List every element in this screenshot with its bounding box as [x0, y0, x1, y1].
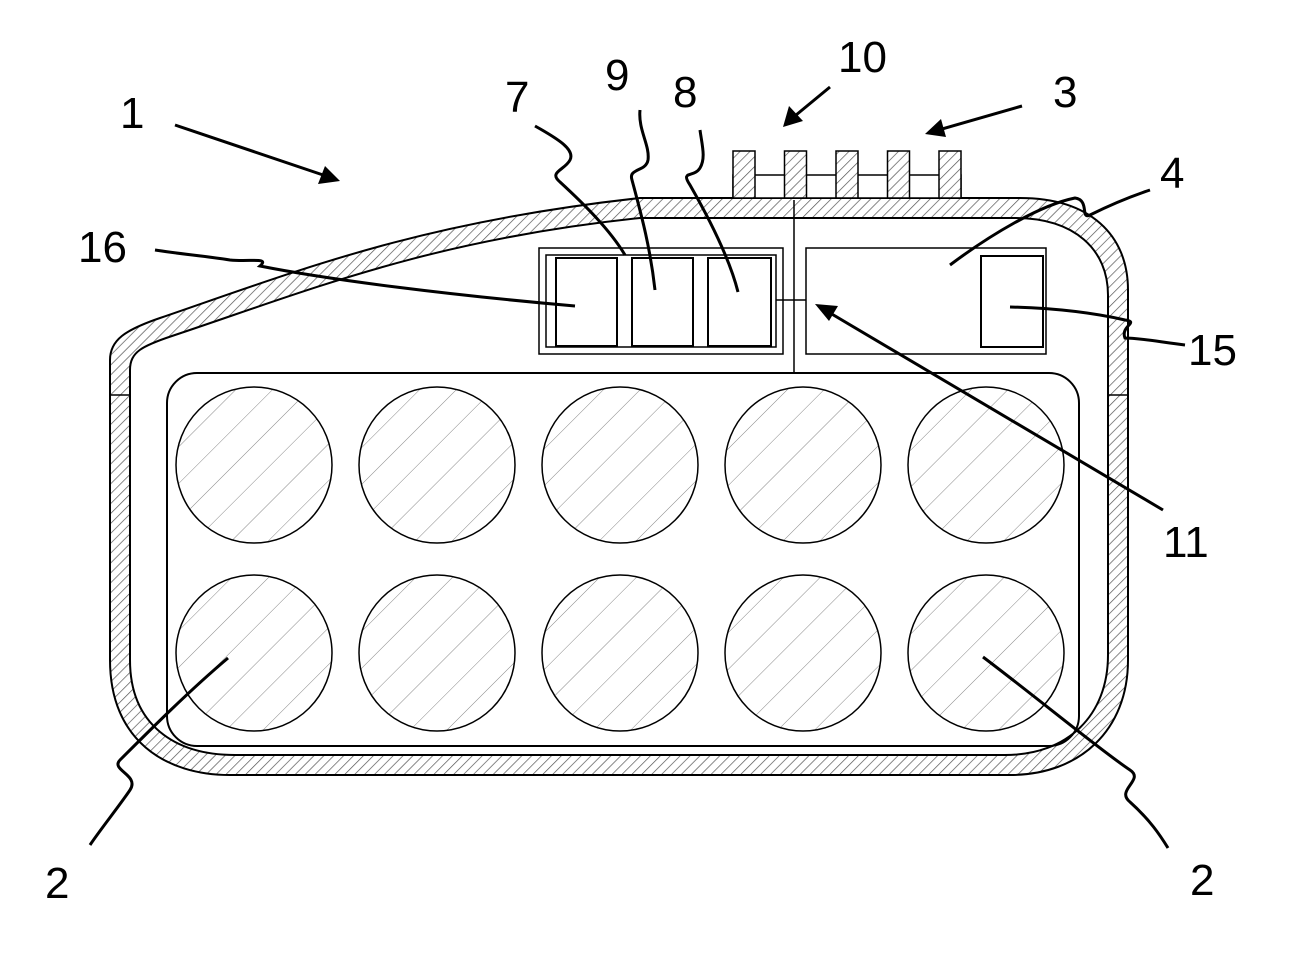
connector-pin — [836, 151, 858, 198]
connector-pin — [888, 151, 910, 198]
battery-cell — [542, 575, 698, 731]
ref-2-right: 2 — [1190, 856, 1214, 905]
arrowhead-11 — [815, 304, 838, 321]
ref-16: 16 — [78, 223, 127, 272]
battery-cell — [725, 575, 881, 731]
battery-cell — [908, 387, 1064, 543]
component-15-box — [981, 256, 1043, 347]
connector-pin — [785, 151, 807, 198]
connector-pin — [939, 151, 961, 198]
battery-cell — [542, 387, 698, 543]
battery-cell — [359, 387, 515, 543]
compartment-box — [806, 248, 1046, 354]
leader-1 — [175, 125, 332, 178]
ref-11: 11 — [1163, 518, 1209, 567]
electronics-module-box — [539, 248, 783, 354]
module-8-box — [708, 258, 771, 346]
battery-cell — [359, 575, 515, 731]
connector-pins — [733, 151, 961, 198]
ref-2-left: 2 — [45, 859, 69, 908]
cell-grid — [176, 387, 1064, 731]
battery-cell — [176, 387, 332, 543]
ref-4: 4 — [1160, 149, 1184, 198]
leader-7 — [535, 126, 625, 255]
arrowhead-3 — [925, 119, 946, 137]
module-9-box — [632, 258, 693, 346]
component-16-box — [556, 258, 617, 346]
ref-9: 9 — [605, 51, 629, 100]
ref-3: 3 — [1053, 68, 1077, 117]
leader-3 — [935, 106, 1022, 131]
battery-cell — [176, 575, 332, 731]
leader-15 — [1010, 307, 1185, 345]
ref-7: 7 — [505, 73, 529, 122]
battery-cell — [725, 387, 881, 543]
ref-1: 1 — [120, 89, 144, 138]
ref-15: 15 — [1188, 326, 1237, 375]
ref-8: 8 — [673, 68, 697, 117]
ref-10: 10 — [838, 33, 887, 82]
connector-pin — [733, 151, 755, 198]
arrowhead-10 — [783, 106, 803, 127]
battery-cell — [908, 575, 1064, 731]
